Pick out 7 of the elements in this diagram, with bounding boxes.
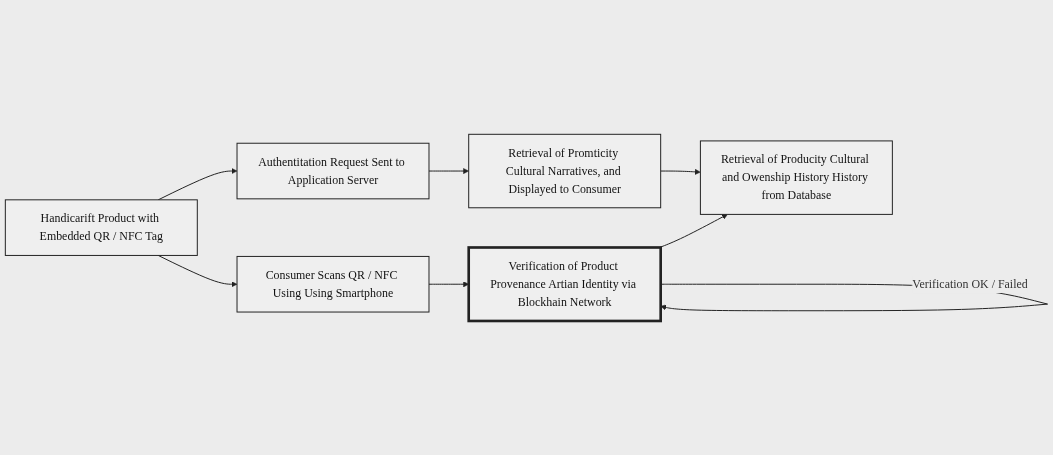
node-box: Retrieval of Promticity Cultural Narratives, and Displayed to Consumer xyxy=(468,133,662,209)
node-box: Retrieval of Producity Cultural and Owenship History History from Database xyxy=(699,140,893,215)
node-box: Authentitation Request Sent to Application Server xyxy=(236,142,430,200)
edge-label: Verification OK / Failed xyxy=(912,277,1028,291)
node-box: Verification of Product Provenance Artian Identity via Blockhain Network xyxy=(467,246,662,323)
node-box: Handicarift Product with Embedded QR / NFC Tag xyxy=(4,199,198,256)
node-box: Consumer Scans QR / NFC Using Using Smartphone xyxy=(236,255,430,313)
